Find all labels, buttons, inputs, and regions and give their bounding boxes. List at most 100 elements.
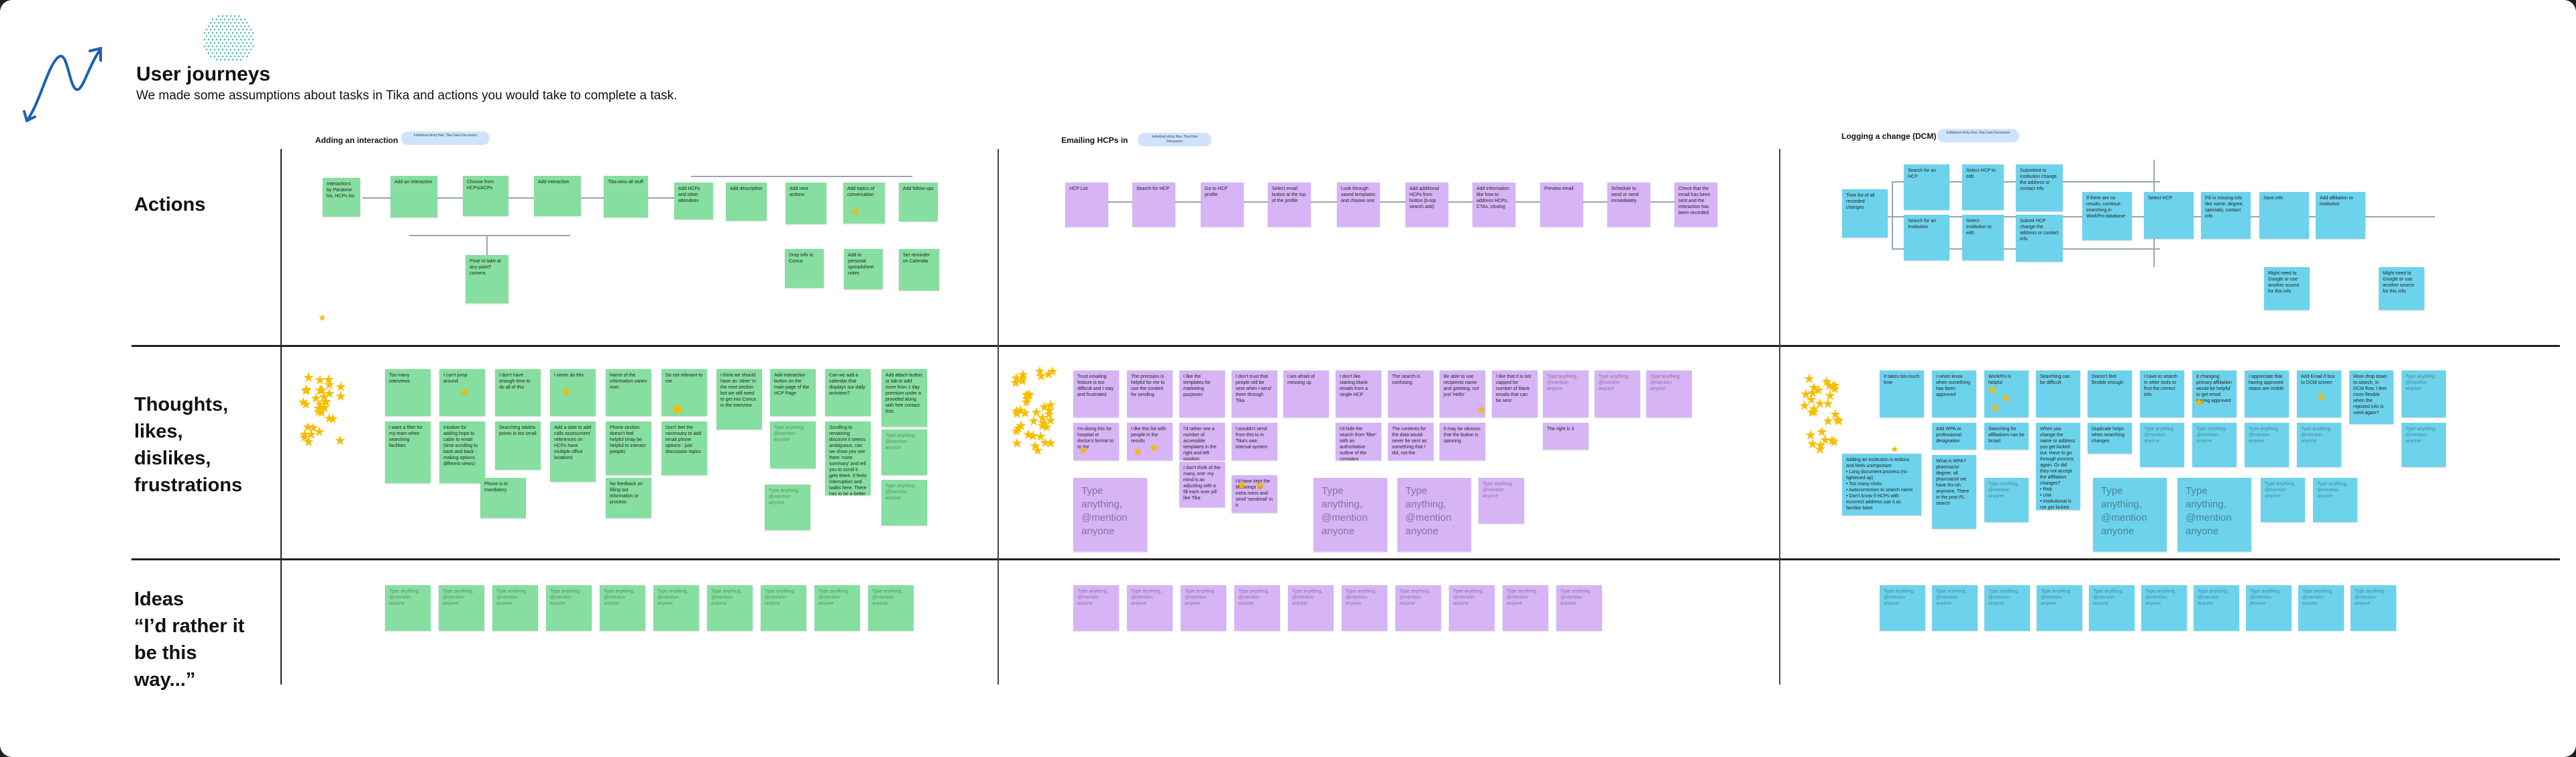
- sticky-note[interactable]: When you change the name or address you …: [2036, 423, 2080, 510]
- sticky-note-placeholder[interactable]: Type anything, @mention anyone: [2140, 423, 2184, 467]
- idea-sticky-placeholder[interactable]: Type anything, @mention anyone: [1073, 585, 1119, 631]
- sticky-note[interactable]: I don't think of the many, one: my mind …: [1179, 462, 1225, 507]
- sticky-note[interactable]: Choose from HCPs/ACPs: [463, 176, 508, 216]
- idea-sticky-placeholder[interactable]: Type anything, @mention anyone: [1395, 585, 1441, 631]
- sticky-note[interactable]: Doesn't feel flexible enough: [2088, 370, 2132, 417]
- sticky-note[interactable]: Select Institution to edit: [1962, 215, 2004, 260]
- sticky-note[interactable]: Save info: [2259, 192, 2309, 239]
- sticky-note[interactable]: I wouldn't send from this to in Tika's o…: [1232, 423, 1277, 460]
- sticky-note[interactable]: I am afraid of messing up: [1283, 370, 1329, 417]
- sticky-note[interactable]: Scrolling to remaining discount it seems…: [825, 421, 871, 495]
- sticky-note-placeholder[interactable]: Type anything, @mention anyone: [1646, 370, 1692, 417]
- sticky-note-placeholder[interactable]: Type anything, @mention anyone: [2261, 478, 2305, 522]
- idea-sticky-placeholder[interactable]: Type anything, @mention anyone: [385, 585, 431, 631]
- sticky-note-placeholder[interactable]: Type anything, @mention anyone: [1595, 370, 1640, 417]
- sticky-note[interactable]: The precision is helpful for me to use t…: [1127, 370, 1173, 417]
- idea-sticky-placeholder[interactable]: Type anything, @mention anyone: [761, 585, 806, 631]
- sticky-note[interactable]: Add information like how to address HCPs…: [1472, 183, 1515, 227]
- sticky-note[interactable]: Phone is to mandatory: [480, 478, 526, 518]
- sticky-note[interactable]: Might need to Google or use another sour…: [2264, 267, 2310, 310]
- sticky-note-placeholder[interactable]: Type anything, @mention anyone: [1397, 478, 1471, 552]
- sticky-note[interactable]: I like that it is not capped for number …: [1492, 370, 1538, 417]
- sticky-note[interactable]: I appreciate that having approved status…: [2245, 370, 2289, 417]
- sticky-note-placeholder[interactable]: Type anything, @mention anyone: [765, 485, 810, 530]
- sticky-note[interactable]: Don't feel the necessary to add email ph…: [661, 421, 707, 475]
- sticky-note[interactable]: Add HCPs and other attendees: [674, 183, 713, 219]
- sticky-note[interactable]: It takes too much time: [1880, 370, 1924, 417]
- sticky-note[interactable]: The search is confusing: [1388, 370, 1434, 417]
- idea-sticky-placeholder[interactable]: Type anything, @mention anyone: [707, 585, 753, 631]
- sticky-note[interactable]: Searching for affiliations can be broad: [1984, 423, 2029, 450]
- sticky-note-placeholder[interactable]: Type anything, @mention anyone: [2245, 423, 2289, 467]
- sticky-note-placeholder[interactable]: Type anything, @mention anyone: [2192, 423, 2237, 467]
- sticky-note-placeholder[interactable]: Type anything, @mention anyone: [2402, 370, 2446, 417]
- sticky-note[interactable]: Select email button at the top of the pr…: [1268, 183, 1311, 227]
- sticky-note[interactable]: If there are no results, continue search…: [2082, 192, 2132, 240]
- sticky-note-placeholder[interactable]: Type anything, @mention anyone: [2297, 423, 2341, 467]
- sticky-note-placeholder[interactable]: Type anything, @mention anyone: [1313, 478, 1387, 552]
- sticky-note[interactable]: I like the templates for marketing purpo…: [1179, 370, 1225, 417]
- sticky-note[interactable]: Interactions by Paratime list, HCPs list: [323, 178, 360, 217]
- sticky-note[interactable]: Add affiliation to institution: [2316, 192, 2365, 239]
- sticky-note-placeholder[interactable]: Type anything, @mention anyone: [1984, 478, 2029, 522]
- idea-sticky-placeholder[interactable]: Type anything, @mention anyone: [2298, 585, 2344, 631]
- sticky-note[interactable]: I think we should have an 'other' in the…: [716, 369, 762, 430]
- sticky-note-placeholder[interactable]: Type anything, @mention anyone: [1543, 370, 1589, 417]
- idea-sticky-placeholder[interactable]: Type anything, @mention anyone: [653, 585, 699, 631]
- sticky-note[interactable]: Preview email: [1540, 183, 1583, 227]
- sticky-note[interactable]: I'd rather see a number of accessible te…: [1179, 423, 1225, 460]
- idea-sticky-placeholder[interactable]: Type anything, @mention anyone: [2194, 585, 2239, 631]
- sticky-note[interactable]: More drop down to search, in DCM flow, I…: [2349, 370, 2394, 424]
- sticky-note[interactable]: Too many interviews: [385, 369, 431, 416]
- sticky-note[interactable]: Drop info to Conca: [785, 249, 824, 288]
- sticky-note[interactable]: It changing primary affiliation would be…: [2192, 370, 2237, 417]
- idea-sticky-placeholder[interactable]: Type anything, @mention anyone: [1342, 585, 1387, 631]
- sticky-note[interactable]: Can we add a calendar that displays our …: [825, 369, 871, 416]
- sticky-note-placeholder[interactable]: Type anything, @mention anyone: [881, 430, 927, 475]
- sticky-note[interactable]: Schedule to send or send immediately: [1607, 183, 1650, 227]
- idea-sticky-placeholder[interactable]: Type anything, @mention anyone: [2246, 585, 2292, 631]
- idea-sticky-placeholder[interactable]: Type anything, @mention anyone: [492, 585, 538, 631]
- idea-sticky-placeholder[interactable]: Type anything, @mention anyone: [1234, 585, 1280, 631]
- sticky-note-placeholder[interactable]: Type anything, @mention anyone: [2402, 423, 2446, 467]
- sticky-note[interactable]: Add follow-ups: [899, 183, 938, 221]
- idea-sticky-placeholder[interactable]: Type anything, @mention anyone: [1127, 585, 1173, 631]
- sticky-note[interactable]: Searching tablets points is too small: [495, 421, 541, 470]
- idea-sticky-placeholder[interactable]: Type anything, @mention anyone: [546, 585, 592, 631]
- idea-sticky-placeholder[interactable]: Type anything, @mention anyone: [600, 585, 645, 631]
- sticky-note[interactable]: I don't like starting blank emails from …: [1336, 370, 1381, 417]
- sticky-note[interactable]: Pose to take at any point? camera: [466, 255, 508, 303]
- column-pill[interactable]: Individual sticky flow, Tika Data Discus…: [401, 132, 490, 145]
- idea-sticky-placeholder[interactable]: Type anything, @mention anyone: [868, 585, 914, 631]
- idea-sticky-placeholder[interactable]: Type anything, @mention anyone: [1449, 585, 1495, 631]
- idea-sticky-placeholder[interactable]: Type anything, @mention anyone: [1503, 585, 1548, 631]
- sticky-note[interactable]: Add WPA or professional designation: [1932, 423, 1976, 450]
- sticky-note[interactable]: I don't have enough time to do all of th…: [495, 369, 541, 416]
- sticky-note[interactable]: Trust emailing feature is too difficult …: [1073, 370, 1119, 417]
- sticky-note[interactable]: Add an interaction: [390, 176, 437, 217]
- sticky-note[interactable]: Might need to Google or use another sour…: [2379, 267, 2424, 310]
- sticky-note[interactable]: Add description: [726, 183, 767, 221]
- sticky-note-placeholder[interactable]: Type anything, @mention anyone: [2093, 478, 2167, 552]
- sticky-note[interactable]: Submitted to Institution change the addr…: [2016, 164, 2063, 211]
- sticky-note[interactable]: Search for HCP: [1132, 183, 1175, 227]
- sticky-note[interactable]: Tika wins all stuff: [604, 176, 648, 217]
- idea-sticky-placeholder[interactable]: Type anything, @mention anyone: [2351, 585, 2396, 631]
- sticky-note[interactable]: Add to personal spreadsheet notes: [844, 249, 883, 289]
- sticky-note[interactable]: Add interaction: [534, 176, 581, 216]
- sticky-note[interactable]: I never do this: [550, 369, 596, 416]
- sticky-note[interactable]: Check that the email has been sent and t…: [1674, 183, 1717, 227]
- idea-sticky-placeholder[interactable]: Type anything, @mention anyone: [1288, 585, 1334, 631]
- column-pill[interactable]: Individual sticky flow, Tika Data Discus…: [1138, 133, 1212, 146]
- sticky-note[interactable]: Add next actions: [786, 183, 826, 224]
- sticky-note[interactable]: Phone section doesn't feel helpful (may …: [606, 421, 651, 475]
- column-pill[interactable]: Individual sticky flow, Tika Data Discus…: [1937, 129, 2019, 142]
- sticky-note[interactable]: HCP List: [1065, 183, 1108, 227]
- sticky-note[interactable]: Search for an HCP: [1904, 164, 1949, 210]
- sticky-note[interactable]: What is WPA? pharmacist degree, all phar…: [1932, 455, 1976, 529]
- sticky-note[interactable]: Select HCP to edit: [1962, 164, 2004, 210]
- idea-sticky-placeholder[interactable]: Type anything, @mention anyone: [1556, 585, 1602, 631]
- sticky-note[interactable]: Fill in missing info like name, degree, …: [2201, 192, 2251, 239]
- sticky-note-placeholder[interactable]: Type anything, @mention anyone: [770, 421, 816, 468]
- sticky-note[interactable]: Select HCP: [2144, 192, 2194, 239]
